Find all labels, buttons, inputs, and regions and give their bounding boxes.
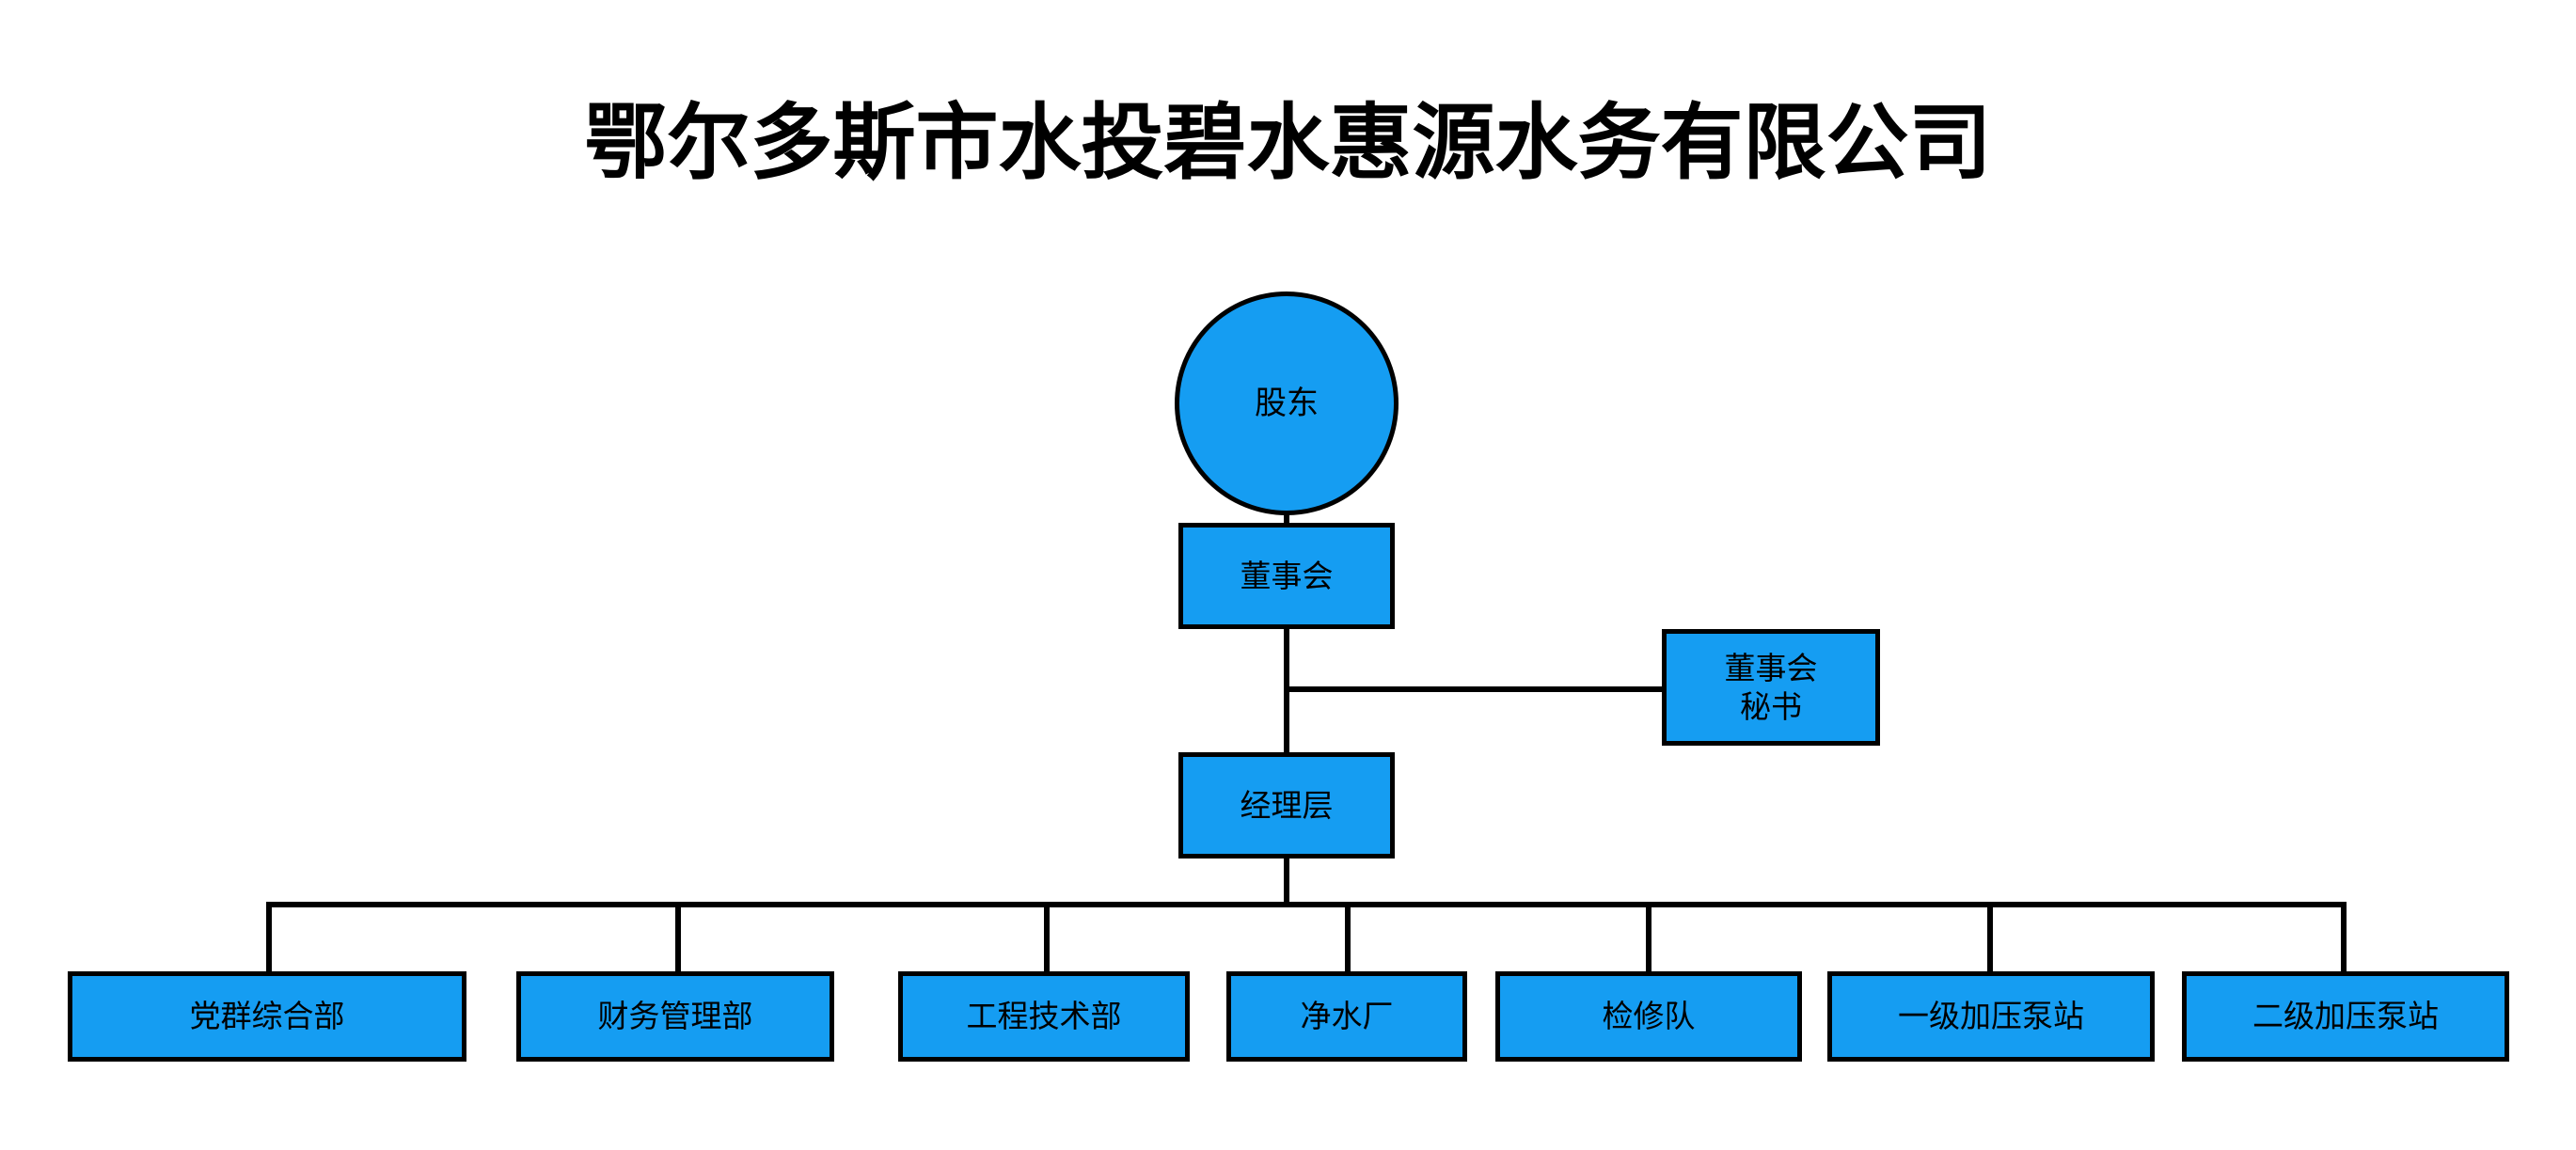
node-department-label: 一级加压泵站 (1898, 998, 2084, 1035)
connector-department-bus (266, 902, 2347, 907)
node-department-label: 财务管理部 (597, 998, 753, 1035)
node-department-label: 检修队 (1602, 998, 1696, 1035)
connector-drop-dept6 (1987, 902, 1993, 973)
node-department-jian-xiu-dui[interactable]: 检修队 (1495, 971, 1802, 1062)
node-board-label: 董事会 (1240, 557, 1334, 594)
connector-shareholders-to-board (1284, 512, 1289, 526)
node-department-yi-ji-jia-ya-beng-zhan[interactable]: 一级加压泵站 (1827, 971, 2155, 1062)
connector-drop-dept1 (266, 902, 272, 973)
node-department-er-ji-jia-ya-beng-zhan[interactable]: 二级加压泵站 (2182, 971, 2509, 1062)
connector-drop-dept2 (675, 902, 681, 973)
node-board-secretary-line2: 秘书 (1740, 688, 1802, 725)
node-shareholders-label: 股东 (1255, 384, 1319, 422)
node-department-gong-cheng-ji-shu-bu[interactable]: 工程技术部 (898, 971, 1190, 1062)
node-department-cai-wu-guan-li-bu[interactable]: 财务管理部 (516, 971, 834, 1062)
connector-drop-dept3 (1044, 902, 1050, 973)
page-title: 鄂尔多斯市水投碧水惠源水务有限公司 (584, 94, 1992, 191)
node-department-label: 净水厂 (1300, 998, 1394, 1035)
connector-management-drop (1284, 858, 1289, 907)
node-board-secretary[interactable]: 董事会 秘书 (1662, 629, 1880, 746)
node-department-dang-qun-zong-he-bu[interactable]: 党群综合部 (68, 971, 466, 1062)
node-department-label: 二级加压泵站 (2252, 998, 2439, 1035)
connector-drop-dept4 (1345, 902, 1351, 973)
node-management-label: 经理层 (1240, 786, 1334, 824)
node-department-label: 工程技术部 (966, 998, 1122, 1035)
connector-drop-dept7 (2341, 902, 2347, 973)
connector-board-to-secretary (1284, 686, 1664, 692)
node-shareholders[interactable]: 股东 (1175, 291, 1399, 515)
node-management[interactable]: 经理层 (1178, 752, 1395, 859)
node-department-label: 党群综合部 (189, 998, 345, 1035)
connector-drop-dept5 (1646, 902, 1651, 973)
node-department-jing-shui-chang[interactable]: 净水厂 (1226, 971, 1467, 1062)
node-board-secretary-line1: 董事会 (1724, 649, 1818, 686)
node-board[interactable]: 董事会 (1178, 523, 1395, 629)
